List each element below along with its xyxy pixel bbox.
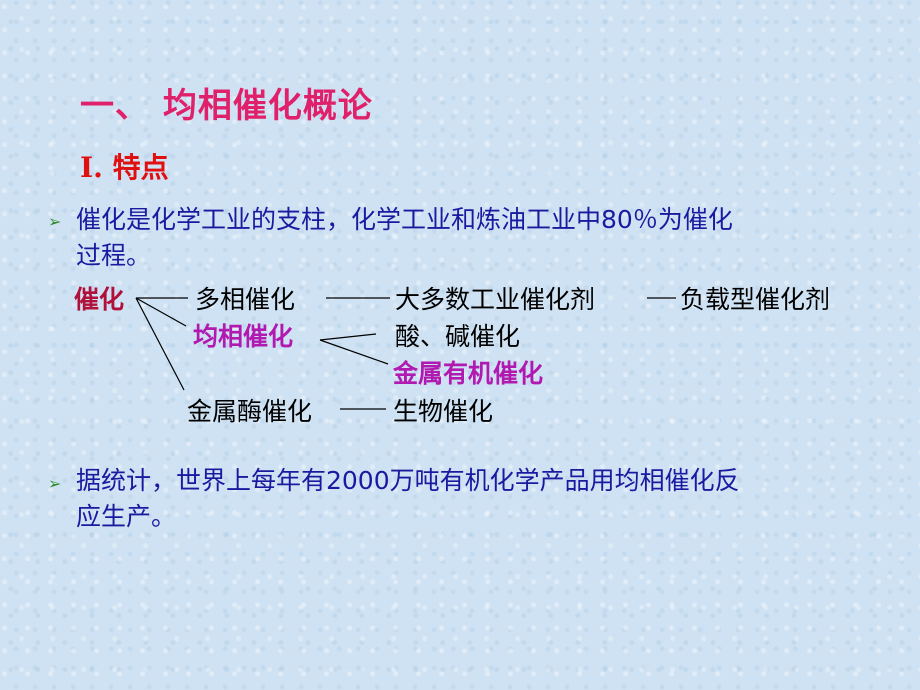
diagram-industrial-catalysts: 大多数工业催化剂 xyxy=(395,285,596,314)
bullet-2-line-1: 据统计，世界上每年有2000万吨有机化学产品用均相催化反 xyxy=(76,466,740,495)
page-title: 一、 均相催化概论 xyxy=(80,86,373,126)
diagram-organometallic: 金属有机催化 xyxy=(393,359,544,388)
diagram-supported-catalysts: 负载型催化剂 xyxy=(680,285,831,314)
bullet-arrow-icon: ➢ xyxy=(48,212,62,231)
bullet-2-line-2: 应生产。 xyxy=(76,502,177,531)
diagram-acid-base: 酸、碱催化 xyxy=(395,322,521,351)
diagram-biological: 生物催化 xyxy=(393,397,494,426)
diagram-multiphase: 多相催化 xyxy=(195,285,296,314)
connector-root-metalloenzyme xyxy=(135,297,185,391)
diagram-root: 催化 xyxy=(74,285,125,314)
bullet-1-line-2: 过程。 xyxy=(76,241,152,270)
section-subtitle: I. 特点 xyxy=(80,151,169,184)
connector-homogeneous-acidbase xyxy=(319,333,377,341)
connector-root-homogeneous xyxy=(135,297,187,327)
diagram-homogeneous: 均相催化 xyxy=(193,322,294,351)
bullet-1-line-1: 催化是化学工业的支柱，化学工业和炼油工业中80％为催化 xyxy=(76,205,733,234)
diagram-metalloenzyme: 金属酶催化 xyxy=(187,397,313,426)
bullet-arrow-icon: ➢ xyxy=(48,474,62,493)
connector-homogeneous-organometallic xyxy=(319,339,389,365)
